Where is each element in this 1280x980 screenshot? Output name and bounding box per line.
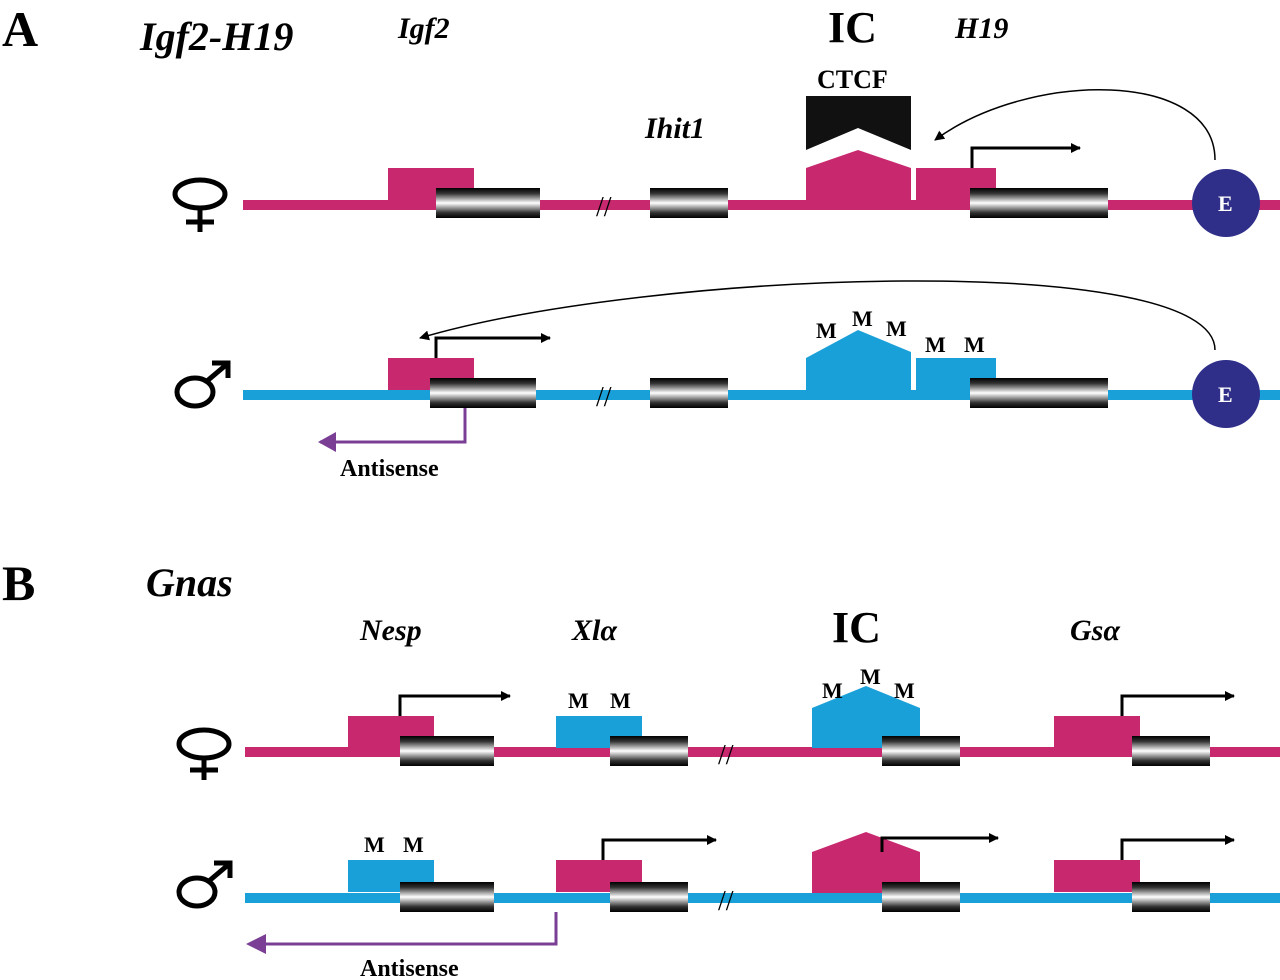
nesp-exon bbox=[400, 736, 494, 766]
female-symbol bbox=[172, 177, 228, 232]
methyl-mark: M bbox=[822, 678, 843, 703]
gsa-label: Gsα bbox=[1070, 614, 1120, 647]
methyl-mark: M bbox=[403, 832, 424, 857]
methyl-mark: M bbox=[925, 332, 946, 357]
ctcf-protein bbox=[806, 96, 911, 150]
h19-exon bbox=[970, 378, 1108, 408]
enhancer-label: E bbox=[1218, 382, 1233, 407]
female-symbol bbox=[176, 727, 232, 780]
igf2-transcription-arrow bbox=[434, 333, 551, 358]
panel-a-locus-title: Igf2-H19 bbox=[139, 14, 293, 59]
enhancer-a-male bbox=[1192, 360, 1260, 428]
gsa-transcription-arrow bbox=[1120, 835, 1235, 860]
methyl-mark: M bbox=[568, 688, 589, 713]
gsa-promoter-box bbox=[1054, 860, 1140, 892]
antisense-arrowhead-b bbox=[246, 934, 266, 954]
gsa-exon bbox=[1132, 736, 1210, 766]
break-mark: // bbox=[596, 192, 612, 223]
methyl-mark: M bbox=[816, 318, 837, 343]
male-strand-b: M M Antisense // bbox=[176, 832, 1280, 980]
enhancer-loop-to-igf2 bbox=[419, 280, 1216, 351]
gsa-promoter-box bbox=[1054, 716, 1140, 748]
antisense-label-a: Antisense bbox=[340, 456, 439, 482]
gsa-exon bbox=[1132, 882, 1210, 912]
break-mark: // bbox=[596, 382, 612, 413]
female-strand-a: // CTCF E bbox=[172, 65, 1280, 237]
ic-box-unmethylated bbox=[812, 832, 920, 893]
antisense-arrow-a bbox=[320, 408, 467, 444]
nesp-label: Nesp bbox=[359, 614, 422, 647]
h19-label: H19 bbox=[954, 12, 1008, 45]
ctcf-label: CTCF bbox=[817, 65, 888, 94]
ihit1-exon bbox=[650, 188, 728, 218]
ic-box-unmethylated bbox=[806, 150, 911, 200]
methyl-mark: M bbox=[610, 688, 631, 713]
methyl-mark: M bbox=[964, 332, 985, 357]
nesp-transcription-arrow bbox=[398, 691, 511, 716]
panel-b-locus-title: Gnas bbox=[146, 560, 233, 605]
ic-exon bbox=[882, 882, 960, 912]
male-symbol bbox=[174, 360, 231, 409]
enhancer-label: E bbox=[1218, 191, 1233, 216]
methyl-mark: M bbox=[886, 316, 907, 341]
methyl-mark: M bbox=[860, 664, 881, 689]
h19-exon bbox=[970, 188, 1108, 218]
panel-b-letter: B bbox=[2, 555, 35, 611]
nesp-exon bbox=[400, 882, 494, 912]
break-mark: // bbox=[718, 886, 734, 917]
maternal-chromosome-line bbox=[245, 747, 1280, 757]
ihit1-exon bbox=[650, 378, 728, 408]
paternal-chromosome-line bbox=[245, 893, 1280, 903]
enhancer-a-female bbox=[1192, 169, 1260, 237]
antisense-arrowhead-a bbox=[318, 432, 336, 452]
antisense-arrow-b bbox=[250, 912, 558, 946]
ic-transcription-arrow bbox=[880, 833, 999, 852]
xla-exon bbox=[610, 882, 688, 912]
enhancer-loop-to-h19 bbox=[934, 89, 1216, 161]
methyl-mark: M bbox=[364, 832, 385, 857]
ic-box-methylated bbox=[806, 330, 911, 390]
panel-b: B Gnas Nesp Xlα IC Gsα M M // M M M bbox=[2, 555, 1280, 980]
ihit1-label: Ihit1 bbox=[644, 112, 705, 145]
ic-box-methylated bbox=[812, 686, 920, 748]
antisense-label-b: Antisense bbox=[360, 956, 459, 980]
maternal-chromosome-line bbox=[243, 200, 1280, 210]
methyl-mark: M bbox=[894, 678, 915, 703]
xla-exon bbox=[610, 736, 688, 766]
methyl-mark: M bbox=[852, 306, 873, 331]
ic-label-b: IC bbox=[832, 603, 881, 652]
ic-exon bbox=[882, 736, 960, 766]
igf2-exon bbox=[436, 188, 540, 218]
panel-a-letter: A bbox=[2, 1, 38, 57]
panel-a: A Igf2-H19 Igf2 Ihit1 IC H19 // CTCF bbox=[2, 1, 1280, 482]
paternal-chromosome-line bbox=[243, 390, 1280, 400]
gsa-transcription-arrow bbox=[1120, 691, 1235, 716]
xla-transcription-arrow bbox=[601, 835, 717, 860]
female-strand-b: M M // M M M bbox=[176, 664, 1280, 780]
h19-transcription-arrow bbox=[970, 143, 1081, 168]
igf2-exon bbox=[430, 378, 536, 408]
xla-label: Xlα bbox=[571, 614, 617, 647]
ic-label-a: IC bbox=[828, 3, 877, 52]
male-symbol bbox=[176, 860, 233, 909]
igf2-label: Igf2 bbox=[397, 12, 450, 45]
male-strand-a: Antisense // M M M M M E bbox=[174, 280, 1280, 482]
break-mark: // bbox=[718, 740, 734, 771]
